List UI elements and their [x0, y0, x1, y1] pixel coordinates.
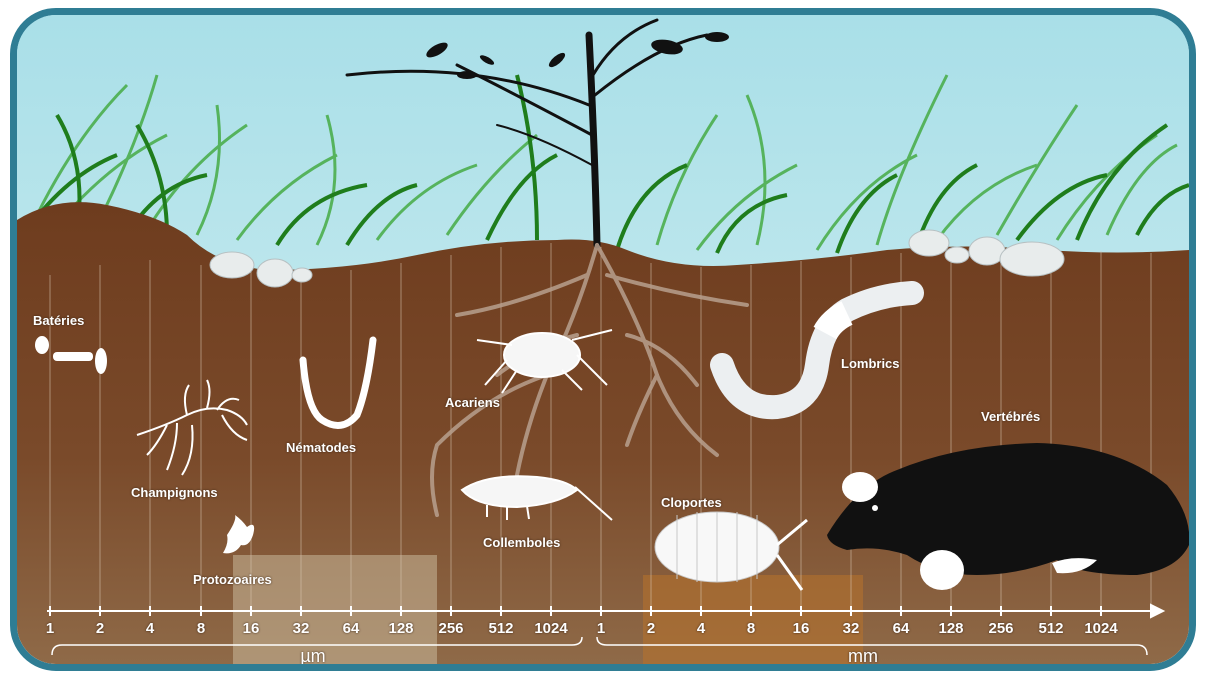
diagram-frame: Batéries Champignons Protozoaires Némato… — [10, 8, 1196, 671]
label-collemboles: Collemboles — [483, 535, 560, 550]
tick-mm-8: 8 — [747, 620, 755, 637]
tick-mm-64: 64 — [893, 620, 910, 637]
tick-mm-512: 512 — [1038, 620, 1063, 637]
tick-mm-32: 32 — [843, 620, 860, 637]
label-acariens: Acariens — [445, 395, 500, 410]
tick-um-1024: 1024 — [534, 620, 567, 637]
tick-mm-4: 4 — [697, 620, 705, 637]
tick-um-4: 4 — [146, 620, 154, 637]
tick-mm-1: 1 — [597, 620, 605, 637]
tick-um-1: 1 — [46, 620, 54, 637]
tick-mm-2: 2 — [647, 620, 655, 637]
tick-mm-256: 256 — [988, 620, 1013, 637]
tick-um-512: 512 — [488, 620, 513, 637]
unit-mm: mm — [848, 646, 878, 667]
tick-um-16: 16 — [243, 620, 260, 637]
label-cloportes: Cloportes — [661, 495, 722, 510]
label-bacteries: Batéries — [33, 313, 84, 328]
unit-um: µm — [300, 646, 325, 667]
tick-um-64: 64 — [343, 620, 360, 637]
tick-mm-128: 128 — [938, 620, 963, 637]
soil-scene — [17, 15, 1189, 664]
label-nematodes: Nématodes — [286, 440, 356, 455]
tick-um-32: 32 — [293, 620, 310, 637]
tick-mm-1024: 1024 — [1084, 620, 1117, 637]
tick-um-128: 128 — [388, 620, 413, 637]
tick-mm-16: 16 — [793, 620, 810, 637]
label-protozoaires: Protozoaires — [193, 572, 272, 587]
tick-um-8: 8 — [197, 620, 205, 637]
tick-um-256: 256 — [438, 620, 463, 637]
tick-um-2: 2 — [96, 620, 104, 637]
label-lombrics: Lombrics — [841, 356, 900, 371]
label-champignons: Champignons — [131, 485, 218, 500]
label-vertebres: Vertébrés — [981, 409, 1040, 424]
earthworm-clitellum — [825, 313, 847, 333]
